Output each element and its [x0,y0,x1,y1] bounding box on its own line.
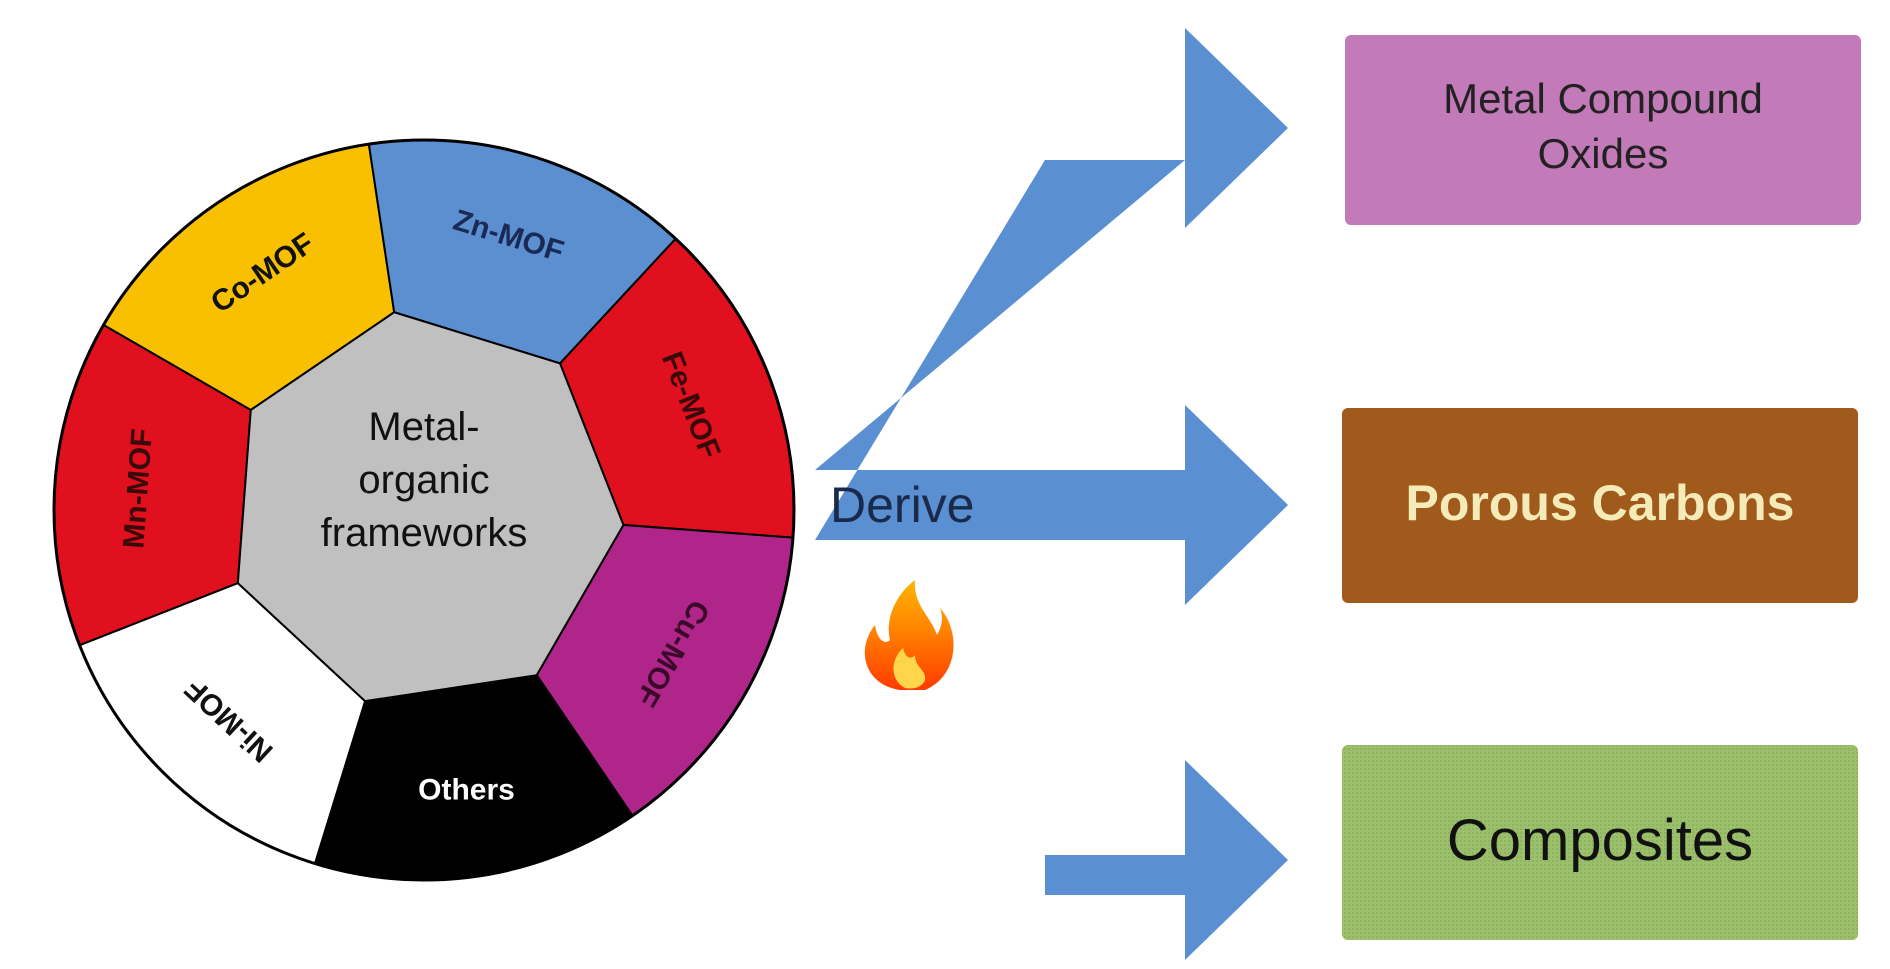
wheel-center-heptagon [236,311,625,703]
branch-arrow-shape [815,28,1288,960]
product-box-composites: Composites [1342,745,1858,940]
wheel-outline [52,138,796,882]
metal-oxides-label-line-2: Oxides [1538,130,1669,177]
porous-carbons-box [1342,408,1858,603]
center-label-line-1: Metal- [368,405,479,449]
composites-box [1342,745,1858,940]
center-label-line-2: organic [358,458,489,502]
metal-oxides-box [1345,35,1861,225]
product-box-metal-oxides: Metal Compound Oxides [1345,35,1861,225]
segment-label-others: Others [418,774,515,807]
product-box-porous-carbons: Porous Carbons [1342,408,1858,603]
derive-label: Derive [830,477,974,533]
metal-oxides-label-line-1: Metal Compound [1443,75,1763,122]
derive-arrow: Derive [815,28,1288,960]
flame-icon [864,580,954,690]
composites-label: Composites [1447,808,1753,873]
porous-carbons-label: Porous Carbons [1406,475,1795,531]
center-label-line-3: frameworks [321,511,528,555]
